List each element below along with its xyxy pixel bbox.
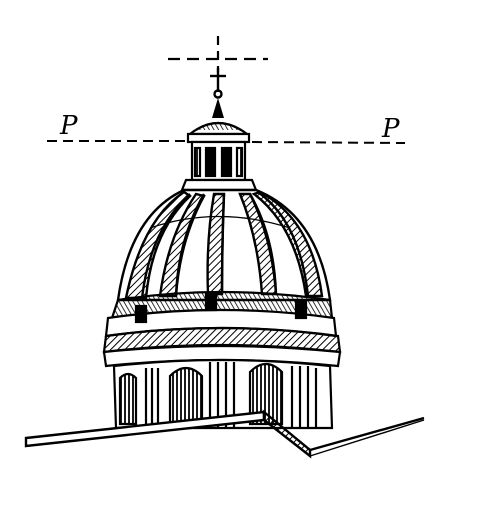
spire xyxy=(212,98,224,118)
dome xyxy=(116,188,332,302)
roof-base xyxy=(24,409,425,459)
cross-finial xyxy=(210,68,226,99)
lantern xyxy=(180,121,258,192)
label-p-left: P xyxy=(59,111,78,141)
horizon-line-right xyxy=(251,141,406,144)
label-p-right: P xyxy=(381,114,400,144)
drum-body xyxy=(112,358,334,430)
drum-cornice xyxy=(102,290,342,368)
